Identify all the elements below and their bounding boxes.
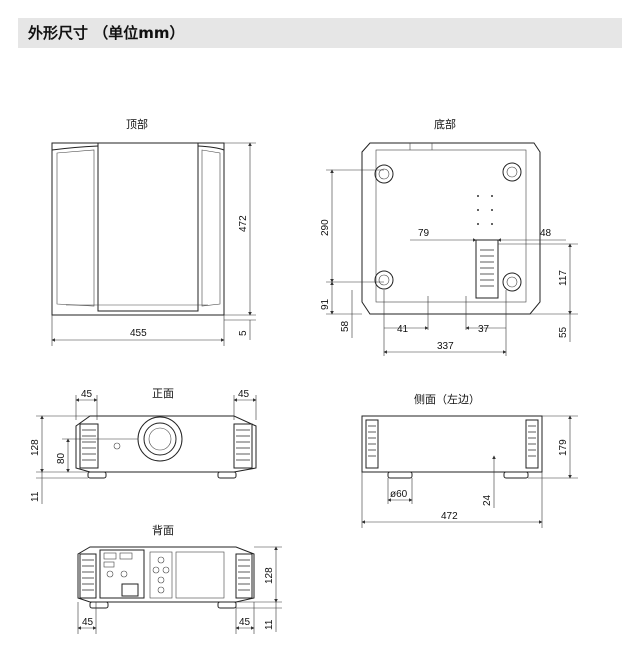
front-view-title: 正面 bbox=[152, 387, 174, 400]
back-left-grill bbox=[79, 553, 97, 599]
bottom-79-label: 79 bbox=[418, 228, 430, 239]
bottom-117-label: 117 bbox=[558, 270, 569, 286]
front-right-45-label: 45 bbox=[238, 389, 250, 400]
sensor-icon bbox=[113, 442, 121, 450]
front-left-45-label: 45 bbox=[81, 389, 93, 400]
top-foot-label: 5 bbox=[238, 330, 249, 336]
back-11-label: 11 bbox=[264, 619, 275, 630]
back-view: 背面 128 11 45 bbox=[77, 523, 282, 634]
bottom-view-body bbox=[361, 142, 541, 315]
bottom-foot-icon bbox=[502, 272, 522, 292]
bottom-41-label: 41 bbox=[397, 324, 409, 335]
top-width-label: 455 bbox=[130, 328, 147, 339]
side-left-grill bbox=[365, 419, 379, 469]
header-bar: 外形尺寸 （单位mm） bbox=[18, 18, 622, 48]
bottom-58-label: 58 bbox=[340, 320, 351, 332]
top-depth-label: 472 bbox=[238, 215, 249, 232]
bottom-foot-icon bbox=[374, 164, 394, 184]
front-80-label: 80 bbox=[56, 452, 67, 464]
bottom-vent bbox=[475, 239, 499, 299]
bottom-view: 底部 290 91 58 79 48 bbox=[320, 117, 578, 356]
bottom-290-label: 290 bbox=[320, 219, 331, 236]
back-right-grill bbox=[235, 553, 253, 599]
lens-icon bbox=[137, 416, 183, 462]
back-left-45-label: 45 bbox=[82, 617, 94, 628]
back-right-45-label: 45 bbox=[239, 617, 251, 628]
bottom-337-label: 337 bbox=[437, 341, 454, 352]
back-label-plate bbox=[175, 551, 225, 599]
front-11-label: 11 bbox=[30, 491, 41, 502]
front-view: 正面 45 45 128 80 bbox=[30, 387, 257, 504]
power-socket-icon bbox=[121, 583, 139, 597]
back-connector-panel bbox=[99, 549, 145, 599]
side-24-label: 24 bbox=[482, 494, 493, 506]
front-right-grill bbox=[233, 423, 253, 469]
side-dia60-label: ø60 bbox=[390, 489, 408, 500]
front-left-grill bbox=[79, 423, 99, 469]
side-view-title: 侧面（左边） bbox=[414, 393, 480, 406]
top-view-title: 顶部 bbox=[126, 117, 148, 131]
bottom-91-label: 91 bbox=[320, 298, 331, 310]
bottom-55-label: 55 bbox=[558, 326, 569, 338]
bottom-37-label: 37 bbox=[478, 324, 490, 335]
side-179-label: 179 bbox=[558, 439, 569, 456]
side-right-grill bbox=[525, 419, 539, 469]
bottom-48-label: 48 bbox=[540, 228, 552, 239]
front-128-label: 128 bbox=[30, 439, 41, 456]
side-view: 侧面（左边） 179 ø60 24 472 bbox=[361, 393, 578, 528]
top-view: 顶部 472 5 455 bbox=[51, 117, 256, 346]
back-view-body bbox=[77, 546, 255, 603]
bottom-foot-icon bbox=[374, 270, 394, 290]
back-128-label: 128 bbox=[264, 567, 275, 584]
back-view-title: 背面 bbox=[152, 523, 174, 537]
side-view-body bbox=[361, 415, 543, 473]
back-button-panel bbox=[149, 551, 173, 599]
bottom-view-title: 底部 bbox=[434, 117, 456, 131]
page-title: 外形尺寸 （单位mm） bbox=[28, 24, 185, 42]
side-472-label: 472 bbox=[441, 511, 458, 522]
bottom-foot-icon bbox=[502, 162, 522, 182]
top-view-lid bbox=[97, 142, 199, 312]
